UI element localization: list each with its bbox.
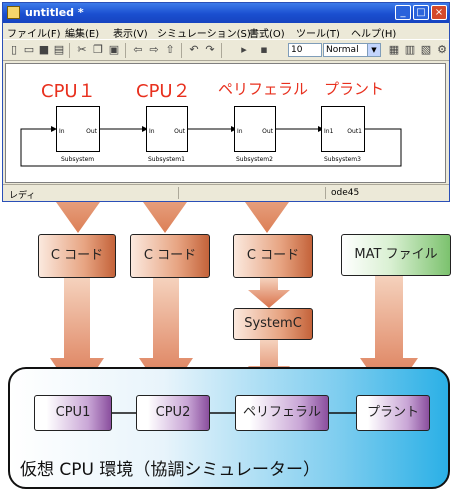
out-port-label: Out1	[347, 128, 362, 135]
c-code-box-1: C コード	[38, 234, 116, 278]
menu-file[interactable]: ファイル(F)	[7, 29, 61, 40]
menu-help[interactable]: ヘルプ(H)	[351, 29, 397, 40]
in-port-label: In	[237, 128, 243, 135]
out-port-label: Out	[262, 128, 273, 135]
arrow-systemc-to-env	[248, 340, 290, 393]
menu-tools[interactable]: ツール(T)	[296, 29, 340, 40]
menu-bar: ファイル(F) 編集(E) 表示(V) シミュレーション(S) 書式(O) ツー…	[3, 23, 449, 40]
menu-view[interactable]: 表示(V)	[113, 29, 148, 40]
model-canvas[interactable]: CPU１ CPU２ ペリフェラル プラント In	[5, 63, 446, 183]
status-solver: ode45	[331, 188, 360, 198]
stop-time-input[interactable]: 10	[288, 43, 322, 57]
stop-icon[interactable]: ▪	[260, 43, 268, 56]
in-port-label: In1	[324, 128, 334, 135]
back-icon[interactable]: ⇦	[133, 43, 143, 56]
copy-icon[interactable]: ❐	[93, 43, 103, 56]
menu-simulation[interactable]: シミュレーション(S)	[157, 29, 251, 40]
print-icon[interactable]: ▤	[53, 43, 65, 56]
sim-mode-select[interactable]: Normal ▼	[323, 43, 381, 57]
signal-lines	[20, 126, 402, 167]
save-icon[interactable]: ■	[38, 43, 50, 56]
out-port-label: Out	[86, 128, 97, 135]
env-label: 仮想 CPU 環境（協調シミュレーター）	[20, 460, 321, 480]
subsystem-name-1: Subsystem	[61, 156, 95, 163]
subsystem-block-3[interactable]: In Out	[234, 106, 276, 152]
paste-icon[interactable]: ▣	[108, 43, 120, 56]
close-button[interactable]: ×	[431, 5, 447, 20]
status-bar: レディ ode45	[3, 184, 449, 202]
label-cpu2: CPU２	[136, 81, 191, 102]
subsystem-name-3: Subsystem2	[236, 156, 273, 163]
env-cpu1-box: CPU1	[34, 395, 112, 431]
env-peripheral-box: ペリフェラル	[235, 395, 329, 431]
in-port-label: In	[149, 128, 155, 135]
menu-format[interactable]: 書式(O)	[249, 29, 285, 40]
subsystem-block-1[interactable]: In Out	[56, 106, 100, 152]
subsystem-block-2[interactable]: In Out	[146, 106, 188, 152]
library-browser-icon[interactable]: ▥	[404, 43, 416, 56]
subsystem-name-4: Subsystem3	[324, 156, 361, 163]
status-ready: レディ	[9, 191, 36, 201]
mat-file-box: MAT ファイル	[341, 234, 451, 276]
start-icon[interactable]: ▸	[241, 43, 247, 56]
forward-icon[interactable]: ⇨	[149, 43, 159, 56]
simulink-app-icon	[7, 6, 20, 19]
label-peripheral: ペリフェラル	[218, 80, 309, 98]
systemc-box: SystemC	[233, 308, 313, 340]
subsystem-name-2: Subsystem1	[148, 156, 185, 163]
label-cpu1: CPU１	[41, 81, 96, 102]
model-explorer-icon[interactable]: ▦	[388, 43, 400, 56]
window-title: untitled *	[25, 6, 84, 19]
title-bar: untitled * _ □ ×	[3, 3, 449, 23]
debug-icon[interactable]: ▧	[420, 43, 432, 56]
cut-icon[interactable]: ✂	[77, 43, 87, 56]
out-port-label: Out	[174, 128, 185, 135]
simulink-window: untitled * _ □ × ファイル(F) 編集(E) 表示(V) シミュ…	[2, 2, 450, 202]
settings-icon[interactable]: ⚙	[437, 43, 447, 56]
redo-icon[interactable]: ↷	[205, 43, 215, 56]
label-plant: プラント	[324, 80, 385, 98]
in-port-label: In	[59, 128, 65, 135]
env-cpu2-box: CPU2	[136, 395, 210, 431]
new-model-icon[interactable]: ▯	[10, 43, 18, 56]
maximize-button[interactable]: □	[413, 5, 429, 20]
c-code-box-2: C コード	[130, 234, 210, 278]
env-plant-box: プラント	[356, 395, 430, 431]
sim-mode-value: Normal	[326, 45, 359, 55]
open-icon[interactable]: ▭	[23, 43, 35, 56]
c-code-box-3: C コード	[233, 234, 313, 278]
menu-edit[interactable]: 編集(E)	[65, 29, 100, 40]
up-icon[interactable]: ⇧	[165, 43, 175, 56]
toolbar: ▯ ▭ ■ ▤ ✂ ❐ ▣ ⇦ ⇨ ⇧ ↶ ↷ ▸ ▪ 10 Normal ▼ …	[3, 39, 449, 61]
subsystem-block-4[interactable]: In1 Out1	[321, 106, 365, 152]
arrow-ccode3-to-systemc	[248, 278, 290, 308]
chevron-down-icon[interactable]: ▼	[367, 44, 380, 56]
minimize-button[interactable]: _	[395, 5, 411, 20]
undo-icon[interactable]: ↶	[189, 43, 199, 56]
